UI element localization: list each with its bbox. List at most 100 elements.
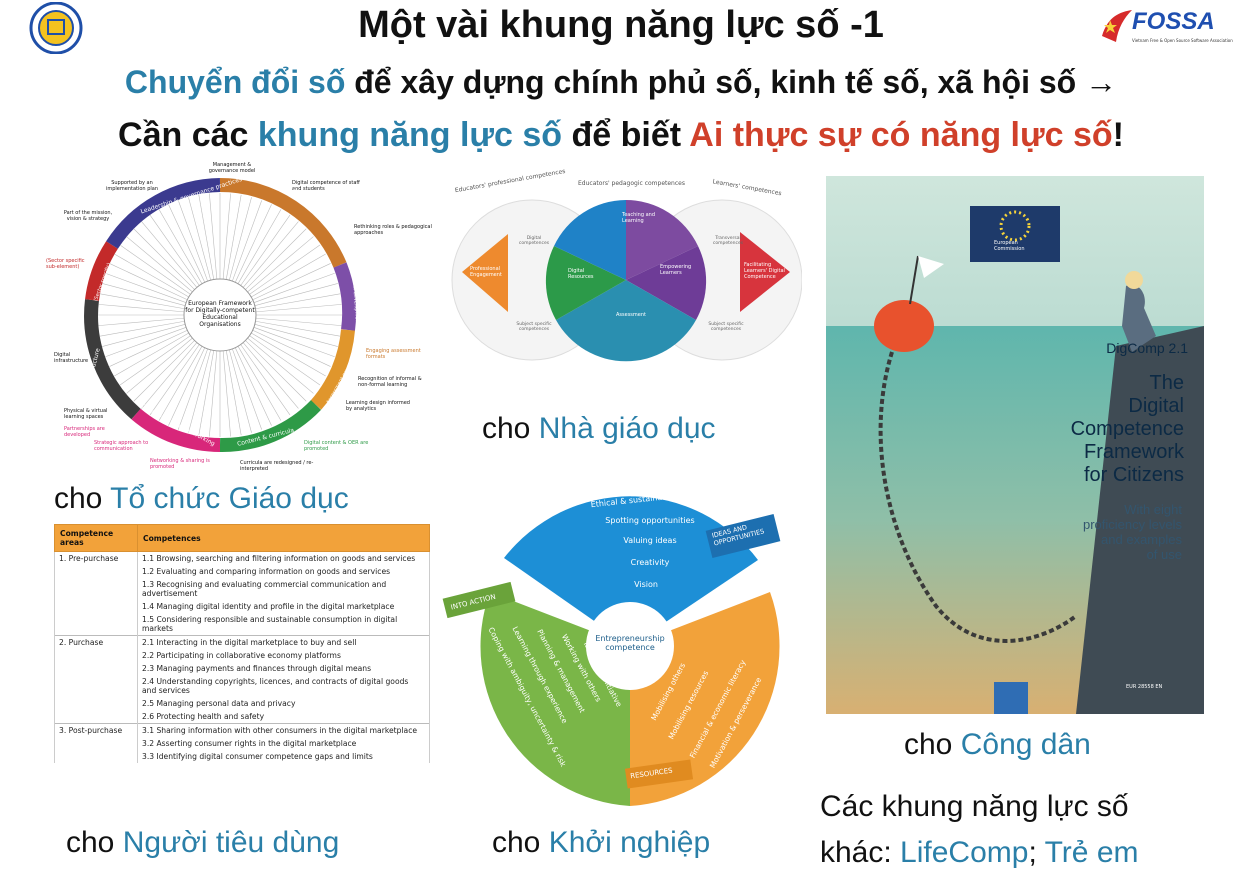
caption-citizen-target: Công dân [960,728,1091,761]
wheel-spoke [98,317,185,326]
caption-organization-target: Tổ chức Giáo dục [110,482,349,515]
cover-subtitle: With eight proficiency levels and exampl… [936,502,1182,562]
wheel-spoke [225,350,242,436]
entre-center-label: Entrepreneurship competence [595,634,665,652]
edu-side-transversal: Transversal competences [712,236,744,246]
wheel-spoke [177,200,208,282]
table-cell: 2.5 Managing personal data and privacy [137,697,430,710]
wheel-spoke [188,349,211,433]
wheel-spoke [102,283,186,306]
subtitle-line-1-rest: để xây dựng chính phủ số, kinh tế số, xã… [345,64,1118,100]
edu-side-digital: Digital competences [518,236,550,246]
wheel-spoke [242,221,299,288]
cover-brand: European Commission [994,240,1025,252]
wheel-label-networking: Networking & sharing is promoted [150,458,210,470]
wheel-spoke [198,350,215,436]
cover-kicker: DigComp 2.1 [1106,340,1188,356]
edu-area-empowering: Empowering Learners [660,264,692,276]
wheel-spoke [255,320,341,337]
cover-sub-line-4: of use [1146,547,1182,562]
table-row: 3.3 Identifying digital consumer compete… [55,750,430,763]
subtitle-line-2-part-e: ! [1112,116,1124,154]
wheel-spoke [253,272,335,303]
table-row: 1.2 Evaluating and comparing information… [55,565,430,578]
wheel-label-implementation: Supported by an implementation plan [105,180,158,192]
wheel-spoke [237,209,282,284]
cover-title-line-3: Competence [1070,418,1184,440]
wheel-label-management: Management & governance model [208,162,256,174]
wheel-spoke [158,209,203,284]
table-header-areas: Competence areas [54,524,138,552]
wheel-spoke [149,344,200,416]
table-cell: 1.5 Considering responsible and sustaina… [137,613,430,636]
highlight-who-competent: Ai thực sự có năng lực số [689,116,1113,154]
wheel-label-assessment-formats: Engaging assessment formats [366,348,421,360]
cover-report-number: EUR 28558 EN [1126,684,1163,690]
wheel-label-sector: (Sector specific sub-element) [46,258,85,270]
digcompedu-diagram: Educators' professional competences Educ… [450,168,802,382]
wheel-spoke [232,348,263,430]
table-cell: 3.3 Identifying digital consumer compete… [137,750,430,763]
organization-logo [14,1,94,55]
edu-side-subject-right: Subject specific competences [708,322,744,332]
caption-other-line-2: khác: LifeComp; Trẻ em [820,830,1220,876]
wheel-label-rethinking: Rethinking roles & pedagogical approache… [354,224,432,236]
digcomporg-wheel-figure: European Framework for Digitally-compete… [40,160,440,480]
table-row: 1.5 Considering responsible and sustaina… [55,613,430,636]
caption-consumer: cho Người tiêu dùng [66,826,339,860]
wheel-spoke [247,337,314,394]
table-row: 2.2 Participating in collaborative econo… [55,649,430,662]
edu-arc-pedagogic: Educators' pedagogic competences [578,180,685,187]
wheel-spoke [209,193,218,280]
table-cell: 1.2 Evaluating and comparing information… [137,565,430,578]
wheel-spoke [254,283,338,306]
cover-sub-line-3: and examples [1101,532,1182,547]
wheel-spoke [255,293,341,310]
wheel-spoke [209,350,218,437]
table-cell: 1.1 Browsing, searching and filtering in… [137,551,430,565]
wheel-spoke [133,228,195,290]
wheel-spoke [240,344,291,416]
entre-ideas-item: Creativity [630,558,670,567]
cover-sub-line-1: With eight [1124,502,1182,517]
cover-title-line-1: The [1149,372,1184,394]
caption-citizen: cho Công dân [904,728,1091,762]
caption-organization: cho Tổ chức Giáo dục [54,482,349,516]
entre-ideas-item: Vision [634,580,658,589]
wheel-spoke [251,332,326,377]
table-cell: 3.2 Asserting consumer rights in the dig… [137,737,430,750]
wheel-spoke [149,214,200,286]
edu-area-facilitating: Facilitating Learners' Digital Competenc… [744,262,785,280]
table-area: 3. Post-purchase [54,723,138,763]
fossa-logo-text: FOSSA [1132,8,1215,35]
wheel-spoke [188,197,211,281]
wheel-spoke [168,347,206,426]
cover-title-line-5: for Citizens [1083,464,1184,486]
digcomp-cover: European Commission DigComp 2.1 The Digi… [826,176,1204,714]
wheel-spoke [133,340,195,402]
wheel-spoke [114,253,189,298]
wheel-spoke [102,324,186,347]
wheel-label-curricula: Curricula are redesigned / re-interprete… [240,460,314,472]
wheel-spoke [119,335,191,386]
wheel-spoke [245,228,307,290]
edu-side-subject-left: Subject specific competences [516,322,552,332]
wheel-label-oer: Digital content & OER are promoted [304,440,369,452]
wheel-spoke [234,204,272,283]
page-title: Một vài khung năng lực số -1 [358,4,884,46]
caption-other-frameworks: Các khung năng lực số khác: LifeComp; Tr… [820,784,1220,876]
cover-title-line-2: Digital [1128,395,1184,417]
caption-organization-prefix: cho [54,482,111,515]
table-cell: 2.3 Managing payments and finances throu… [137,662,430,675]
wheel-label-staff-competence: Digital competence of staff and students [292,180,360,192]
caption-other-lifecomp: LifeComp [900,836,1029,869]
wheel-spoke [229,349,252,433]
caption-startup: cho Khởi nghiệp [492,826,710,860]
caption-startup-prefix: cho [492,826,549,859]
wheel-label-infrastructure: Digital infrastructure [54,352,89,364]
wheel-spoke [234,347,272,426]
table-row: 2.3 Managing payments and finances throu… [55,662,430,675]
wheel-label-analytics: Learning design informed by analytics [346,400,410,412]
